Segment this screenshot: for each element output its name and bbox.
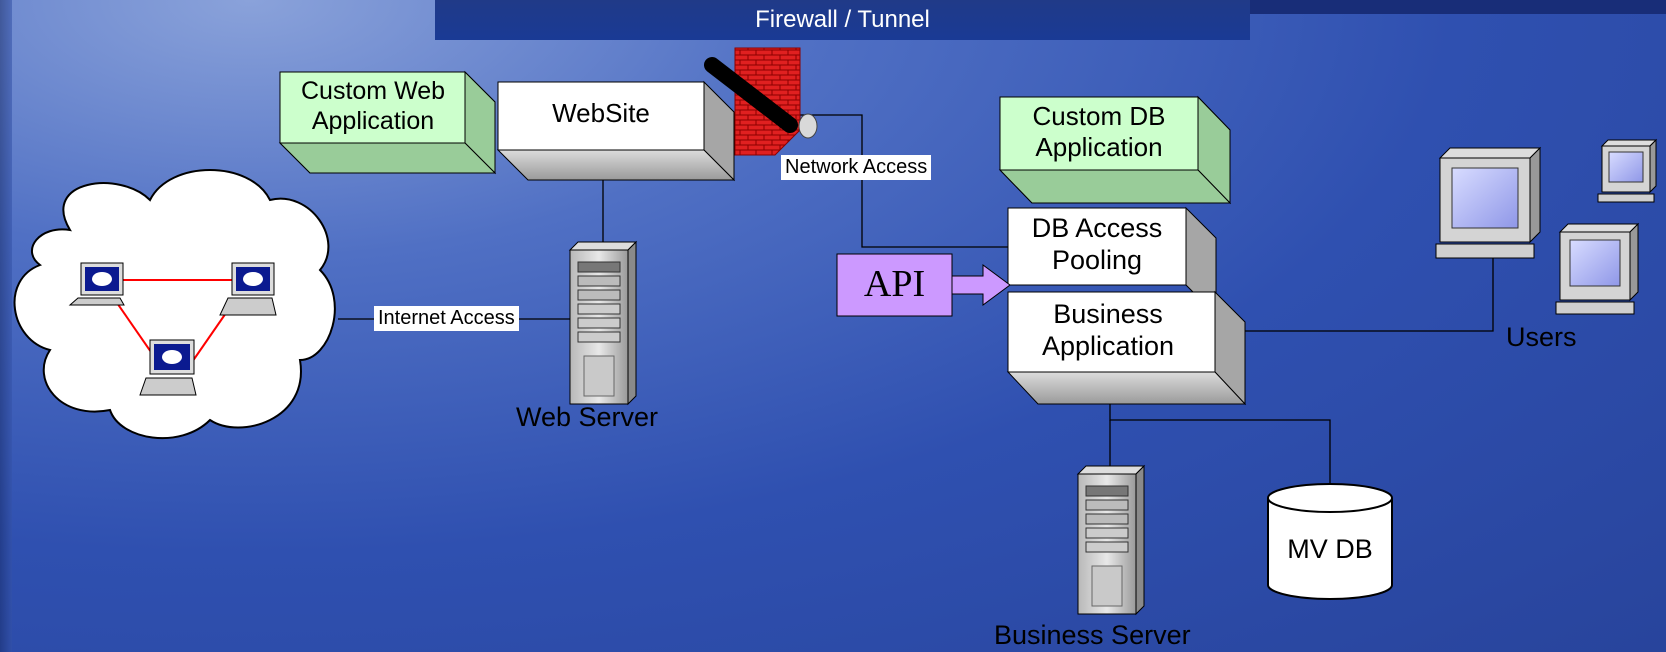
custom-web-app-label: Custom Web Application <box>300 77 446 135</box>
database-cylinder-icon <box>1267 483 1393 600</box>
left-edge-strip <box>0 0 12 652</box>
desktop-computer-icon-1 <box>1435 146 1542 259</box>
business-server-caption: Business Server <box>994 620 1191 650</box>
business-to-users-line <box>1215 256 1494 332</box>
business-app-label: Business Application <box>1041 299 1175 362</box>
laptop-icon-1 <box>68 262 125 306</box>
website-box <box>496 80 736 182</box>
custom-db-app-label: Custom DB Application <box>1032 101 1166 163</box>
web-server-caption: Web Server <box>516 402 659 432</box>
title-band: Firewall / Tunnel <box>435 0 1250 40</box>
cloud-icon <box>13 169 336 440</box>
desktop-computer-icon-3 <box>1597 138 1658 203</box>
firewall-tunnel-title: Firewall / Tunnel <box>755 6 930 33</box>
desktop-computer-icon-2 <box>1555 222 1640 315</box>
db-access-box <box>1007 206 1217 317</box>
internet-access-label: Internet Access <box>374 306 519 331</box>
custom-web-app-box <box>278 70 497 175</box>
business-server-tower-icon <box>1076 464 1146 616</box>
laptop-icon-3 <box>139 339 197 396</box>
db-access-label: DB Access Pooling <box>1031 213 1163 276</box>
firewall-brick-icon <box>704 47 818 156</box>
api-label: API <box>863 263 926 305</box>
laptop-icon-2 <box>219 262 277 316</box>
firewall-to-db-line <box>798 114 1008 248</box>
top-right-strip <box>1250 0 1666 14</box>
website-label: WebSite <box>552 98 650 128</box>
users-caption: Users <box>1506 322 1577 352</box>
network-access-label: Network Access <box>781 155 932 180</box>
custom-db-app-box <box>998 95 1232 205</box>
business-app-box <box>1006 290 1247 406</box>
mv-db-label: MV DB <box>1287 534 1373 564</box>
arrow-right-icon <box>951 264 1011 306</box>
web-server-tower-icon <box>568 240 638 406</box>
api-box <box>836 253 953 317</box>
